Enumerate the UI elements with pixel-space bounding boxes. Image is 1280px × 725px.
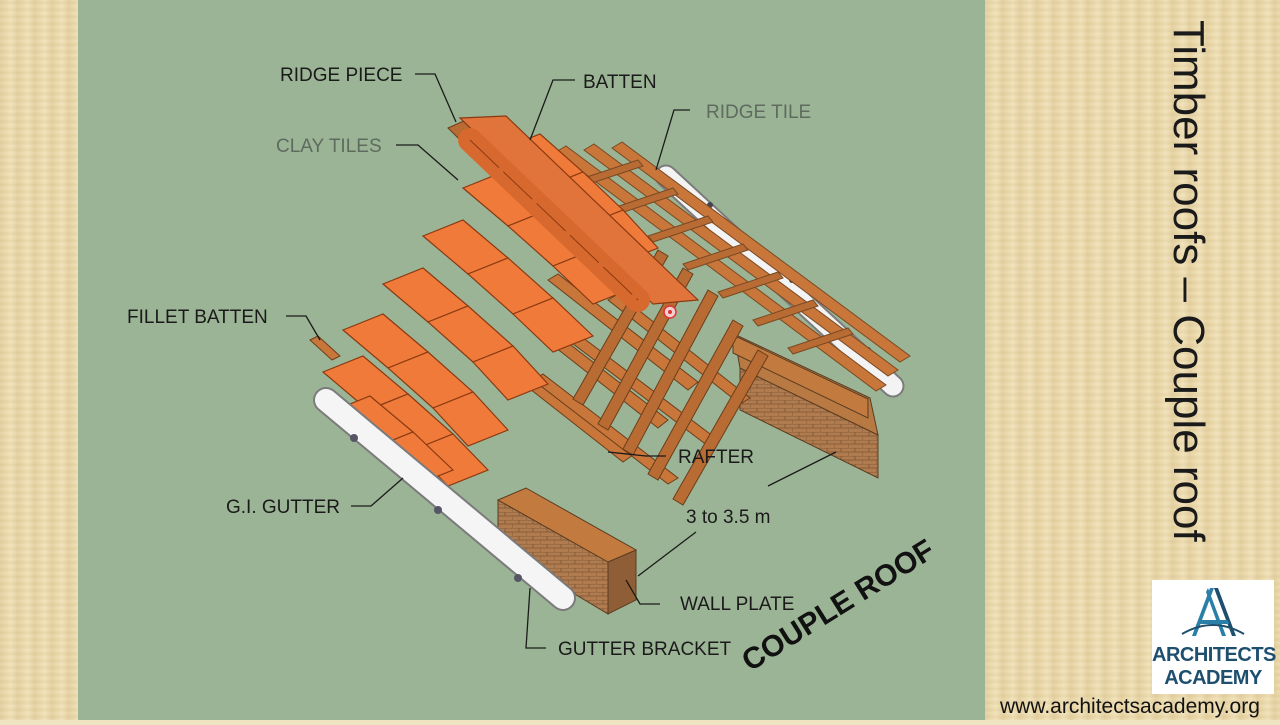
wood-panel-left xyxy=(0,0,78,720)
website-url[interactable]: www.architectsacademy.org xyxy=(1000,695,1260,718)
label-clay-tiles: CLAY TILES xyxy=(276,136,382,157)
slide-title: Timber roofs – Couple roof xyxy=(1164,20,1213,542)
label-ridge-tile: RIDGE TILE xyxy=(706,102,811,123)
label-ridge-piece: RIDGE PIECE xyxy=(280,65,402,86)
label-gi-gutter: G.I. GUTTER xyxy=(226,497,340,518)
leader-lines xyxy=(286,73,837,649)
label-rafter: RAFTER xyxy=(678,447,754,468)
label-gutter-bracket: GUTTER BRACKET xyxy=(558,639,732,660)
couple-roof-diagram: RIDGE PIECE BATTEN RIDGE TILE CLAY TILES… xyxy=(127,65,940,678)
logo-text-line2: ACADEMY xyxy=(1164,667,1262,689)
aa-monogram-icon xyxy=(1181,588,1245,636)
label-fillet-batten: FILLET BATTEN xyxy=(127,307,268,328)
fillet-batten-shape xyxy=(309,335,341,361)
logo-text-line1: ARCHITECTS xyxy=(1152,644,1276,666)
left-gutter xyxy=(313,387,576,611)
ridge xyxy=(447,115,700,312)
wood-panel-right xyxy=(985,0,1280,720)
label-span: 3 to 3.5 m xyxy=(686,507,771,528)
front-wall xyxy=(496,487,638,615)
academy-logo: ARCHITECTS ACADEMY xyxy=(1152,580,1276,694)
label-wall-plate: WALL PLATE xyxy=(680,594,794,615)
label-batten: BATTEN xyxy=(583,72,657,93)
diagram-canvas: RIDGE PIECE BATTEN RIDGE TILE CLAY TILES… xyxy=(78,0,985,720)
